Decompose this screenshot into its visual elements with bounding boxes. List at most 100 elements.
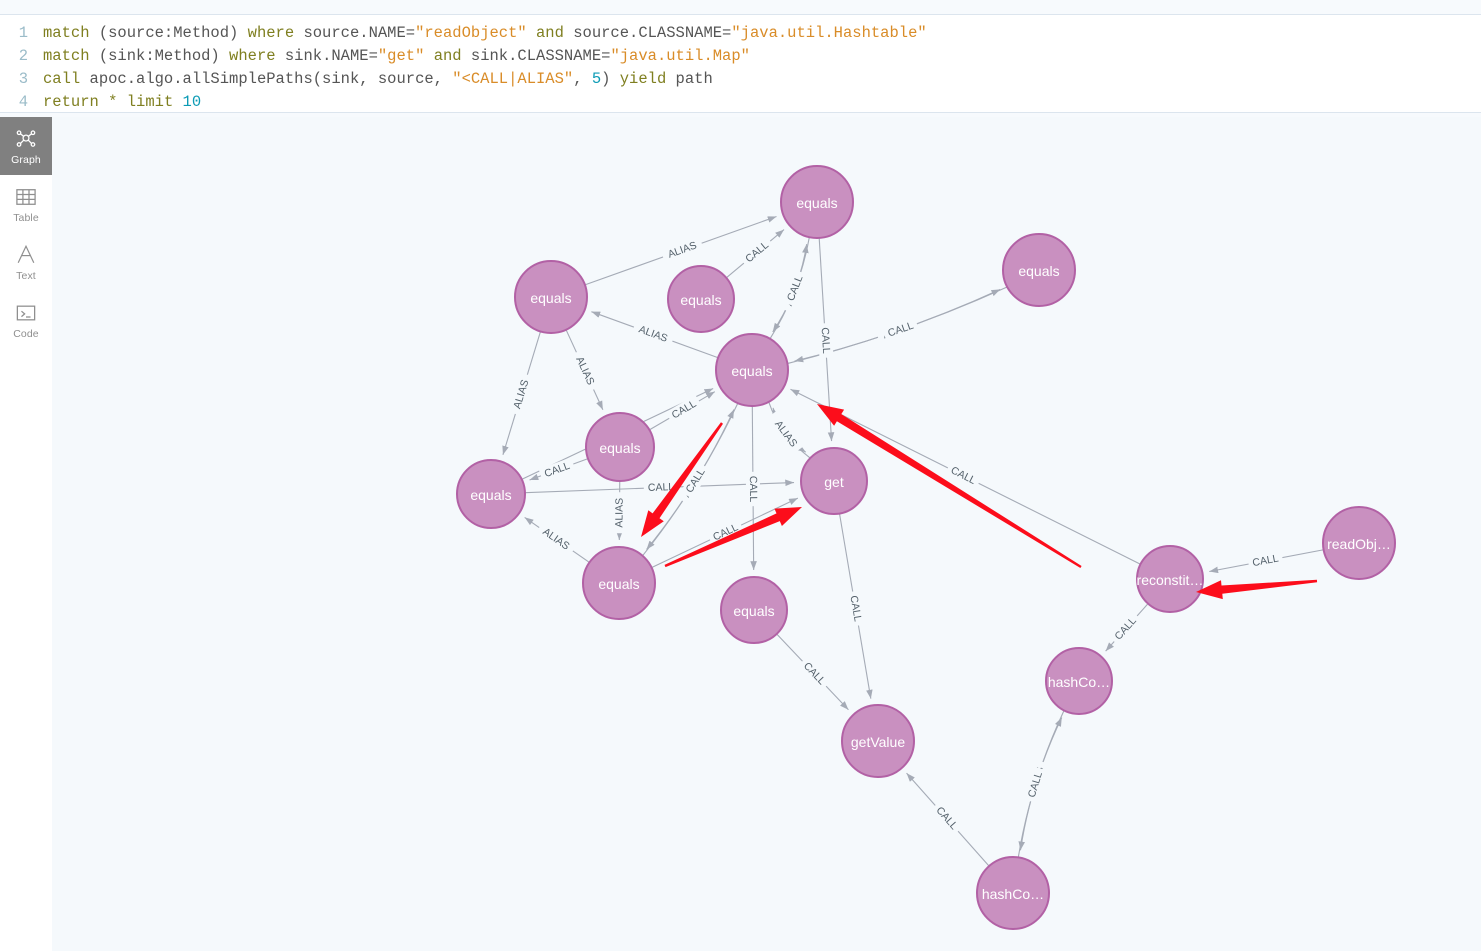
graph-node[interactable]: readObj… bbox=[1322, 506, 1396, 580]
arrow-to-equals-upper bbox=[817, 404, 1082, 568]
edge-label-backdrop bbox=[817, 322, 834, 359]
graph-node[interactable]: equals bbox=[514, 260, 588, 334]
rail-item-label: Code bbox=[13, 327, 39, 340]
edge-label-backdrop bbox=[767, 413, 804, 455]
node-circle[interactable] bbox=[780, 165, 854, 239]
edge-label-backdrop bbox=[631, 320, 675, 348]
node-circle[interactable] bbox=[514, 260, 588, 334]
node-circle[interactable] bbox=[1002, 233, 1076, 307]
code-token: "readObject" bbox=[415, 24, 527, 42]
code-token: match bbox=[43, 47, 99, 65]
edge-label-backdrop bbox=[665, 394, 703, 425]
edge-label-backdrop bbox=[782, 269, 808, 307]
line-number: 3 bbox=[18, 70, 28, 88]
rail-item-label: Text bbox=[16, 269, 36, 282]
node-circle[interactable] bbox=[800, 447, 868, 515]
code-token: "<CALL|ALIAS" bbox=[452, 70, 574, 88]
node-circle[interactable] bbox=[582, 546, 656, 620]
code-token: (sink:Method) bbox=[98, 47, 230, 65]
edge-label-backdrop bbox=[1108, 611, 1143, 647]
graph-node[interactable]: hashCo… bbox=[1045, 647, 1113, 715]
graph-node[interactable]: equals bbox=[582, 546, 656, 620]
code-token: "get" bbox=[377, 47, 425, 65]
line-number: 2 bbox=[18, 47, 28, 65]
edge-label-backdrop bbox=[538, 457, 576, 483]
graph-node[interactable]: equals bbox=[667, 265, 735, 333]
node-circle[interactable] bbox=[976, 856, 1050, 930]
graph-node[interactable]: reconstit… bbox=[1136, 545, 1204, 613]
node-circle[interactable] bbox=[841, 704, 915, 778]
code-token: source.CLASSNAME= bbox=[573, 24, 732, 42]
node-circle[interactable] bbox=[667, 265, 735, 333]
node-circle[interactable] bbox=[585, 412, 655, 482]
code-token: 5 bbox=[591, 70, 602, 88]
code-token: apoc.algo.allSimplePaths(sink, source, bbox=[89, 70, 453, 88]
code-line: 2 match (sink:Method) where sink.NAME="ge… bbox=[0, 45, 1481, 68]
code-token: yield bbox=[619, 70, 676, 88]
rail-item-text[interactable]: Text bbox=[0, 233, 52, 291]
graph-icon bbox=[15, 127, 37, 151]
edge-label-backdrop bbox=[707, 518, 745, 547]
graph-node[interactable]: get bbox=[800, 447, 868, 515]
arrow-to-get-left bbox=[664, 507, 802, 568]
edge-label-backdrop bbox=[508, 372, 535, 416]
graph-node[interactable]: equals bbox=[1002, 233, 1076, 307]
graph-node[interactable]: equals bbox=[720, 576, 788, 644]
node-circle[interactable] bbox=[1045, 647, 1113, 715]
graph-node[interactable]: equals bbox=[585, 412, 655, 482]
code-token: where bbox=[229, 47, 285, 65]
code-token: sink.NAME= bbox=[284, 47, 378, 65]
code-token: , bbox=[573, 70, 592, 88]
edge-label-backdrop bbox=[570, 349, 600, 393]
code-token: match bbox=[43, 24, 99, 42]
graph-node[interactable]: hashCo… bbox=[976, 856, 1050, 930]
graph-node[interactable]: getValue bbox=[841, 704, 915, 778]
edge-label-backdrop bbox=[535, 521, 577, 557]
edge-label-backdrop bbox=[1023, 766, 1048, 804]
line-number: 4 bbox=[18, 93, 28, 111]
arrow-to-reconstitute bbox=[1196, 579, 1318, 600]
table-icon bbox=[15, 185, 37, 209]
graph-node[interactable]: equals bbox=[456, 459, 526, 529]
graph-node[interactable]: equals bbox=[780, 165, 854, 239]
edge-label-backdrop bbox=[660, 236, 705, 264]
code-token: (source:Method) bbox=[98, 24, 248, 42]
edge-label-backdrop bbox=[1247, 550, 1284, 571]
edge-label-backdrop bbox=[930, 800, 964, 836]
node-circle[interactable] bbox=[1136, 545, 1204, 613]
graph-node[interactable]: equals bbox=[715, 333, 789, 407]
edge-label-backdrop bbox=[680, 462, 711, 500]
code-token: limit bbox=[126, 93, 183, 111]
graph-edges-layer bbox=[502, 215, 1324, 867]
edge-label-backdrop bbox=[739, 235, 775, 269]
code-token: 10 bbox=[182, 93, 202, 111]
node-circle[interactable] bbox=[715, 333, 789, 407]
edge-label-backdrop bbox=[612, 492, 627, 534]
code-token: and bbox=[424, 47, 471, 65]
rail-item-code[interactable]: Code bbox=[0, 291, 52, 349]
code-token: "java.util.Map" bbox=[610, 47, 750, 65]
code-token: return bbox=[43, 93, 109, 111]
edge-label-backdrop bbox=[745, 471, 761, 507]
rail-item-table[interactable]: Table bbox=[0, 175, 52, 233]
code-token: where bbox=[247, 24, 304, 42]
rail-item-graph[interactable]: Graph bbox=[0, 117, 52, 175]
node-circle[interactable] bbox=[720, 576, 788, 644]
edge-label-backdrop bbox=[845, 590, 866, 627]
line-number: 1 bbox=[18, 24, 28, 42]
edge-label-backdrop bbox=[882, 317, 920, 342]
node-circle[interactable] bbox=[1322, 506, 1396, 580]
node-circle[interactable] bbox=[456, 459, 526, 529]
code-token: path bbox=[675, 70, 713, 88]
edge-label-backdrop bbox=[944, 461, 982, 490]
code-token: sink.CLASSNAME= bbox=[470, 47, 611, 65]
graph-visualization-canvas[interactable]: ALIASCALLALIASCALLCALLALIASALIASCALLALIA… bbox=[52, 117, 1481, 951]
rail-item-label: Graph bbox=[11, 153, 41, 166]
